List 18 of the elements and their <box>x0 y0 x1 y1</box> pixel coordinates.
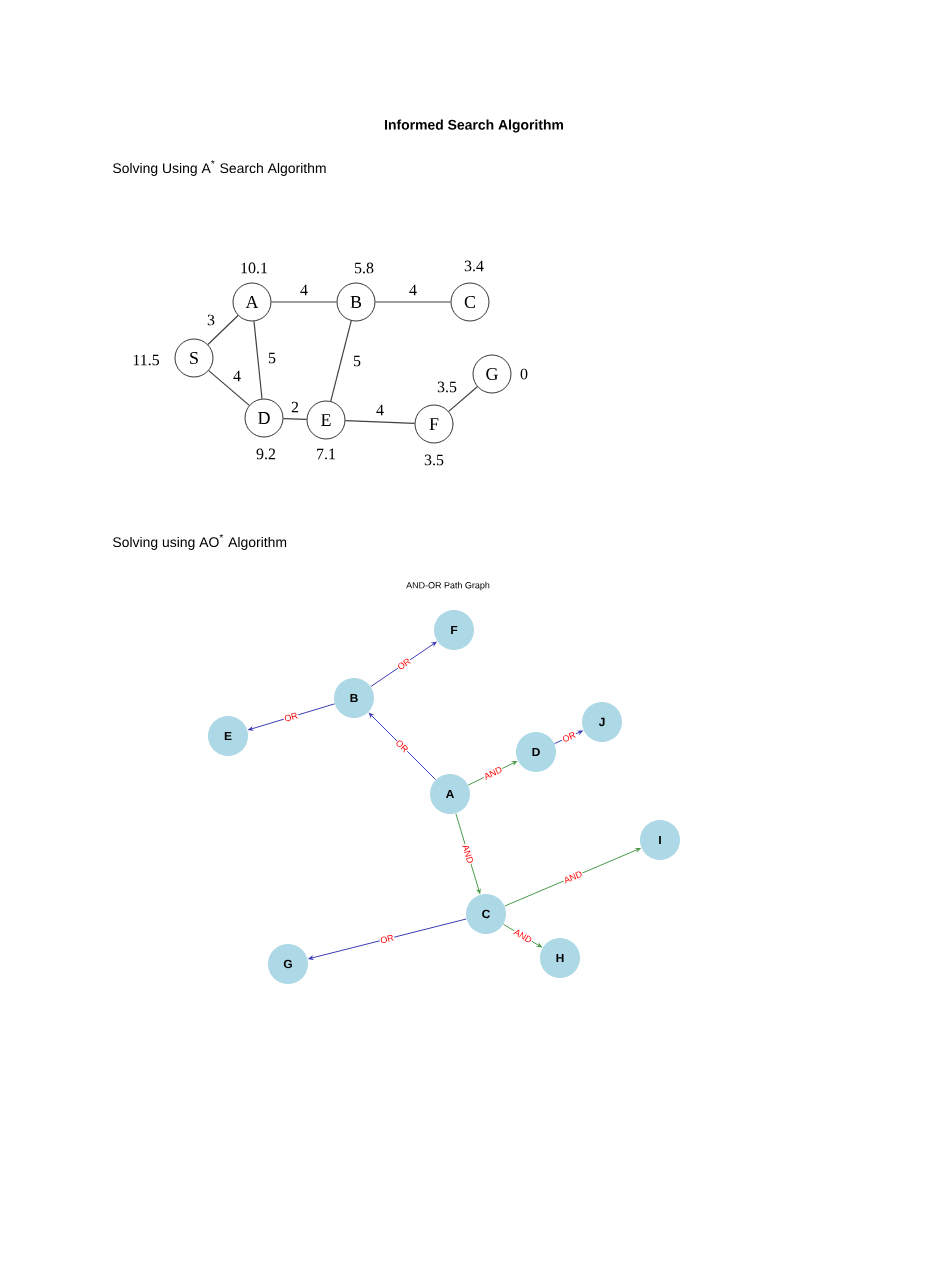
connector-line <box>207 314 239 346</box>
arrow <box>504 848 641 907</box>
arrow <box>248 703 335 731</box>
arrow <box>503 923 542 948</box>
arrow <box>455 813 481 894</box>
arrow <box>368 712 437 781</box>
connector-line <box>282 418 308 420</box>
arrow <box>370 641 437 688</box>
connector-line <box>374 301 452 303</box>
arrow <box>554 730 583 745</box>
arrow <box>467 761 517 786</box>
arrow <box>308 918 467 960</box>
connector-line <box>208 370 250 406</box>
connector-line <box>253 320 263 400</box>
connector-line <box>270 301 338 303</box>
connector-line <box>330 320 352 402</box>
connector-line <box>448 386 478 412</box>
connector-line <box>344 420 416 424</box>
